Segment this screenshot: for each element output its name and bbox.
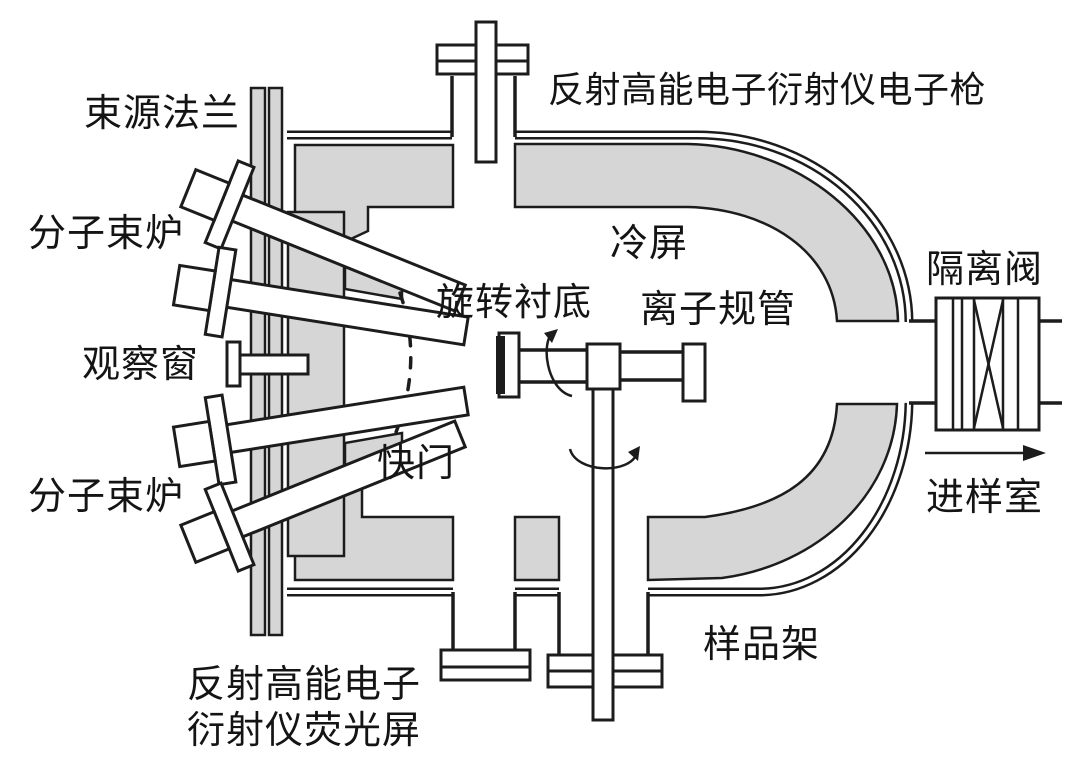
label-isolation-valve: 隔离阀 (926, 249, 1043, 291)
label-rheed-gun: 反射高能电子衍射仪电子枪 (548, 70, 986, 110)
label-rheed-screen-line1: 反射高能电子 (187, 664, 421, 706)
valve-x-diagonal-2 (972, 299, 1005, 429)
viewport-plate (225, 340, 242, 388)
rheed-screen-flange-plate-1 (439, 648, 532, 669)
cold-shield-lower-arm-panel (646, 402, 899, 582)
label-shutter: 快门 (377, 443, 455, 485)
chamber-wall (287, 130, 914, 597)
label-mbe-cell-bottom: 分子束炉 (28, 476, 184, 518)
label-viewport: 观察窗 (82, 344, 199, 386)
effusion-cell-4 (178, 419, 468, 574)
effusion-cell-1 (178, 158, 468, 313)
label-mbe-cell-top: 分子束炉 (28, 213, 184, 255)
effusion-cell-cap (171, 419, 218, 469)
isolation-valve-assembly (909, 296, 1062, 461)
rotation-arrow-shaft-head (628, 446, 640, 461)
label-ion-gauge: 离子规管 (640, 289, 796, 331)
label-rotating-substrate: 旋转衬底 (436, 282, 592, 324)
label-rheed-screen-line2: 衍射仪荧光屏 (187, 710, 421, 752)
effusion-cell-cap (178, 509, 232, 565)
cold-shield-bottom-mid-panel (513, 515, 561, 582)
effusion-cell-2 (171, 245, 470, 347)
viewport-stub (238, 353, 310, 376)
rotation-arrow-shaft (568, 448, 639, 470)
label-sample-holder: 样品架 (703, 624, 820, 666)
rotation-arrow-substrate-head (544, 329, 558, 343)
rheed-gun-rod (474, 20, 498, 164)
rotation-arrow-substrate (545, 330, 573, 398)
manipulator-shaft (591, 386, 615, 722)
ion-gauge-plate (681, 342, 707, 403)
transfer-arrow-head (1023, 445, 1046, 461)
label-load-chamber: 进样室 (926, 477, 1043, 519)
rheed-gun-port (435, 20, 530, 164)
substrate-surface (496, 336, 505, 394)
label-cold-shield: 冷屏 (610, 223, 688, 265)
effusion-cell-cap (171, 263, 218, 313)
cold-shield-top-arm-panel (513, 142, 900, 323)
rheed-screen-flange-plate-2 (439, 665, 532, 682)
manipulator-block (585, 342, 622, 391)
label-beam-source-flange: 束源法兰 (84, 93, 240, 135)
effusion-cell-3 (171, 385, 470, 487)
effusion-cell-cap (178, 167, 232, 223)
substrate-manipulator (496, 329, 707, 722)
rheed-screen-port (439, 592, 532, 682)
